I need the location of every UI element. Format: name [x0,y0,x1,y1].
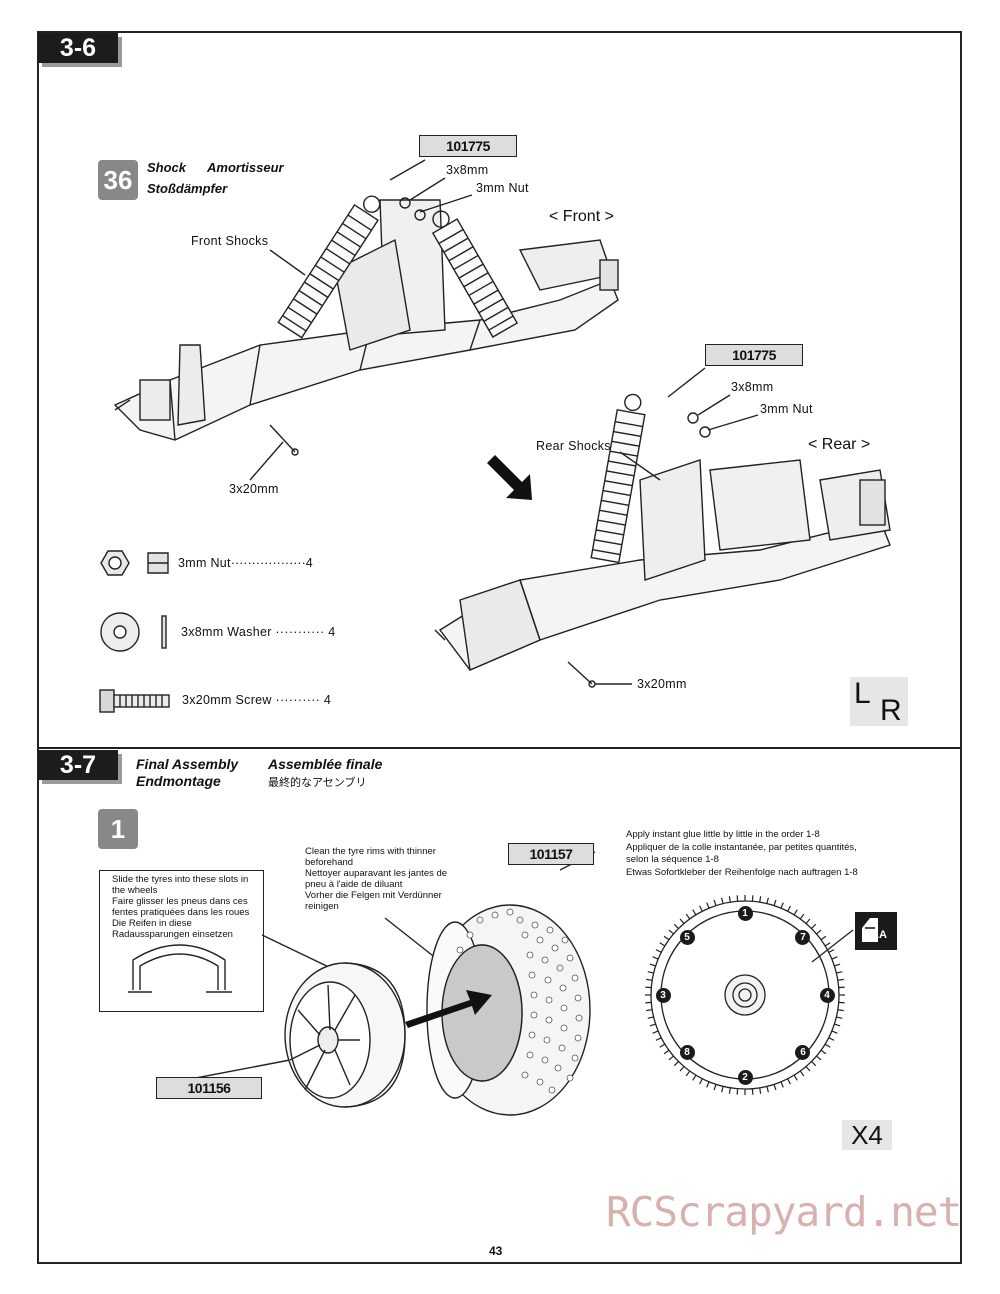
watermark: RCScrapyard.net [606,1188,962,1236]
step-1-badge: 1 [98,809,138,849]
glue-order-7: 7 [795,929,811,945]
lr-left: L [854,677,871,710]
glue-order-8: 8 [679,1045,695,1061]
ca-glue-icon [855,912,897,950]
glue-order-1: 1 [737,905,753,921]
part-number-wheel: 101156 [156,1077,262,1099]
page-number: 43 [489,1244,503,1258]
title-shock: Shock [147,160,187,175]
front-nut-label: 3mm Nut [476,181,529,195]
rear-washer-label: 3x8mm [731,380,774,394]
rear-screw-label: 3x20mm [637,677,687,691]
rear-nut-label: 3mm Nut [760,402,813,416]
title-stossdampfer: Stoßdämpfer [147,181,228,196]
part-number-front-shock: 101775 [419,135,517,157]
part-number-tyre: 101157 [508,843,594,865]
glue-order-3: 3 [655,987,671,1003]
clean-note: Clean the tyre rims with thinner beforeh… [305,846,448,912]
page-frame [37,31,962,1264]
step-number: 1 [110,813,126,844]
rear-shocks-label: Rear Shocks [536,439,611,453]
front-screw-label: 3x20mm [229,482,279,496]
section-number: 3-7 [59,750,97,779]
quantity-x4: X4 [842,1120,892,1150]
front-direction-label: < Front > [549,208,614,225]
lr-right: R [880,694,902,727]
slide-note-box [99,870,264,1012]
slide-note: Slide the tyres into these slots in the … [112,874,250,940]
glue-order-6: 6 [795,1045,811,1061]
parts-list-washer: 3x8mm Washer ··········· 4 [181,625,336,639]
section-tab-3-7: 3-7 [38,750,118,780]
step-36-badge: 36 [98,160,138,200]
title-amortisseur: Amortisseur [207,160,284,175]
step-number: 36 [103,164,133,195]
section-divider [37,747,962,749]
glue-order-5: 5 [679,929,695,945]
front-shocks-label: Front Shocks [191,234,269,248]
parts-list-screw: 3x20mm Screw ·········· 4 [182,693,332,707]
parts-list-nut: 3mm Nut··················4 [178,556,314,570]
part-number-rear-shock: 101775 [705,344,803,366]
section-number: 3-6 [59,33,97,62]
title-endmontage: Endmontage [136,773,221,789]
section-tab-3-6: 3-6 [38,33,118,63]
glue-order-4: 4 [819,987,835,1003]
title-japanese: 最終的なアセンブリ [268,777,367,789]
front-washer-label: 3x8mm [446,163,489,177]
lr-mark: L R [850,677,908,727]
title-assemblee-finale: Assemblée finale [268,756,383,772]
ca-label: C.A [868,929,887,941]
glue-note: Apply instant glue little by little in t… [626,829,858,878]
title-final-assembly: Final Assembly [136,756,239,772]
rear-direction-label: < Rear > [808,436,871,453]
glue-order-2: 2 [737,1069,753,1085]
